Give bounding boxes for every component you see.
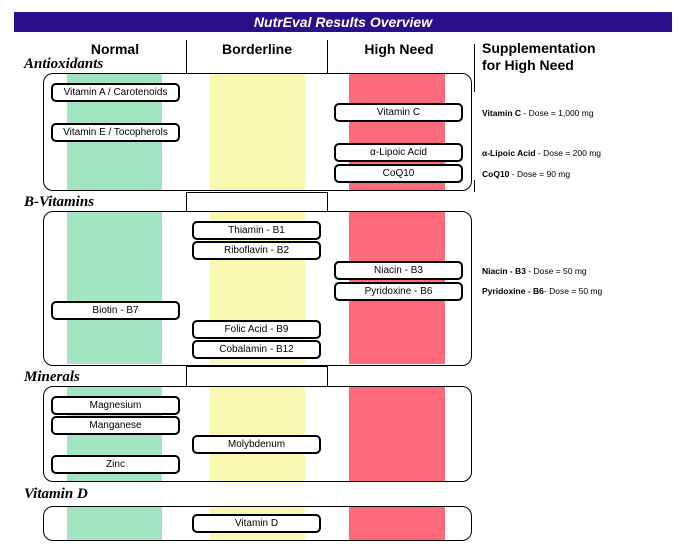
dose-alpha-lipoic-acid: α-Lipoic Acid - Dose = 200 mg — [482, 148, 601, 158]
dose-pyridoxine: Pyridoxine - B6- Dose = 50 mg — [482, 286, 602, 296]
marker-pyridoxine: Pyridoxine - B6 — [334, 282, 463, 301]
marker-riboflavin: Riboflavin - B2 — [192, 241, 321, 260]
column-divider — [327, 366, 328, 386]
dose-niacin: Niacin - B3 - Dose = 50 mg — [482, 266, 587, 276]
supplementation-bracket-end — [474, 180, 475, 192]
borderline-range-band — [210, 74, 305, 190]
row-separator — [186, 366, 328, 367]
dose-text: - Dose = 50 mg — [525, 266, 587, 276]
report-title: NutrEval Results Overview — [14, 12, 672, 32]
marker-biotin: Biotin - B7 — [51, 301, 180, 320]
dose-vitamin-c: Vitamin C - Dose = 1,000 mg — [482, 108, 594, 118]
dose-name: Pyridoxine - B6 — [482, 286, 544, 296]
marker-niacin: Niacin - B3 — [334, 261, 463, 280]
supplementation-header-line2: for High Need — [482, 57, 574, 73]
marker-coq10: CoQ10 — [334, 164, 463, 183]
dose-text: - Dose = 200 mg — [535, 148, 601, 158]
section-title-minerals: Minerals — [24, 369, 80, 385]
supplementation-header-line1: Supplementation — [482, 40, 596, 56]
marker-vitamin-a: Vitamin A / Carotenoids — [51, 83, 180, 102]
marker-thiamin: Thiamin - B1 — [192, 221, 321, 240]
column-header-high-need: High Need — [364, 41, 434, 57]
normal-range-band — [67, 212, 162, 364]
marker-folic-acid: Folic Acid - B9 — [192, 320, 321, 339]
marker-molybdenum: Molybdenum — [192, 435, 321, 454]
column-header-borderline: Borderline — [221, 41, 292, 57]
column-divider — [186, 366, 187, 386]
marker-manganese: Manganese — [51, 416, 180, 435]
section-title-antioxidants: Antioxidants — [24, 56, 104, 72]
dose-coq10: CoQ10 - Dose = 90 mg — [482, 169, 570, 179]
section-title-vitamin-d: Vitamin D — [24, 486, 88, 502]
antioxidants-panel — [43, 73, 472, 191]
dose-text: - Dose = 50 mg — [543, 286, 603, 296]
column-divider — [186, 40, 187, 74]
marker-zinc: Zinc — [51, 455, 180, 474]
dose-name: Vitamin C — [482, 108, 522, 118]
supplementation-bracket — [474, 44, 479, 92]
marker-vitamin-e: Vitamin E / Tocopherols — [51, 123, 180, 142]
dose-name: CoQ10 — [482, 169, 510, 179]
borderline-range-band — [210, 387, 305, 481]
marker-vitamin-d: Vitamin D — [192, 514, 321, 533]
dose-name: α-Lipoic Acid — [482, 148, 536, 158]
column-divider — [327, 192, 328, 212]
high-need-range-band — [349, 387, 445, 481]
section-title-b-vitamins: B-Vitamins — [24, 194, 95, 210]
minerals-panel — [43, 386, 472, 482]
normal-range-band — [67, 507, 162, 540]
column-header-normal: Normal — [90, 41, 140, 57]
dose-text: - Dose = 90 mg — [509, 169, 571, 179]
marker-cobalamin: Cobalamin - B12 — [192, 340, 321, 359]
row-separator — [186, 192, 328, 193]
column-divider — [327, 40, 328, 74]
vitamin-d-panel — [43, 506, 472, 541]
marker-vitamin-c: Vitamin C — [334, 103, 463, 122]
marker-magnesium: Magnesium — [51, 396, 180, 415]
b-vitamins-panel — [43, 211, 472, 366]
high-need-range-band — [349, 507, 445, 540]
dose-name: Niacin - B3 — [482, 266, 526, 276]
marker-alpha-lipoic-acid: α-Lipoic Acid — [334, 143, 463, 162]
supplementation-header: Supplementation for High Need — [482, 40, 596, 74]
dose-text: - Dose = 1,000 mg — [521, 108, 594, 118]
column-divider — [186, 192, 187, 212]
